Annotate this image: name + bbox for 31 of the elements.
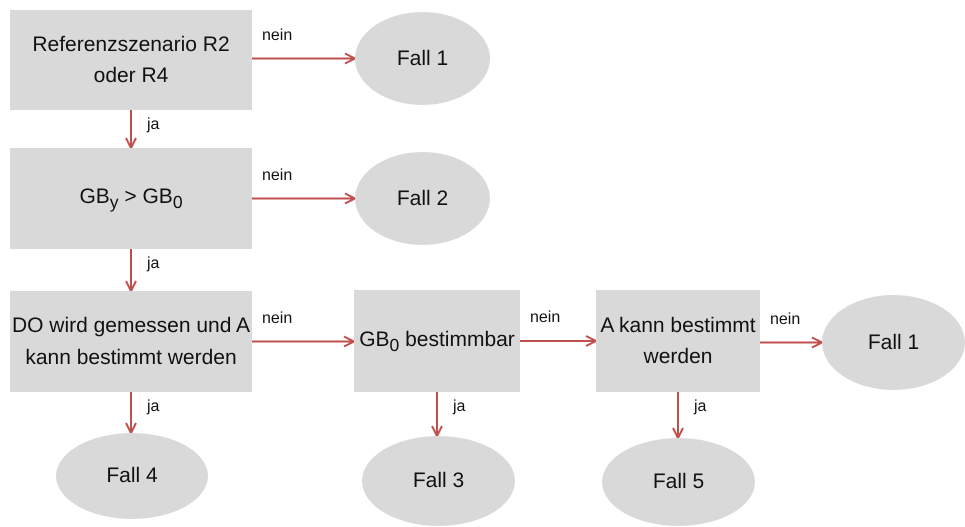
condition-box: [10, 148, 252, 249]
edge-label: ja: [692, 398, 708, 416]
edge-label: ja: [451, 398, 468, 416]
node-label: Fall 4: [106, 463, 158, 490]
arrow: [760, 336, 823, 348]
node-label: Fall 2: [396, 186, 448, 212]
arrow: [125, 110, 137, 149]
node-label: DO wird gemessen und A kann bestimmt werden: [10, 313, 252, 370]
condition-box: [354, 290, 520, 392]
node-label: GB$_{0}$ bestimmbar: [359, 326, 515, 357]
arrow: [672, 392, 684, 439]
condition-box: [10, 10, 252, 110]
arrow: [252, 336, 355, 348]
condition-box: [596, 290, 760, 392]
arrow: [252, 192, 356, 204]
node-label: Fall 1: [396, 46, 448, 72]
node-label: Fall 5: [652, 469, 704, 496]
node-label: A kann bestimmt werden: [599, 312, 757, 370]
edge-label: ja: [145, 116, 162, 134]
edge-label: ja: [145, 255, 162, 273]
node-label: Fall 1: [868, 330, 920, 356]
node-label: Fall 3: [412, 468, 464, 494]
condition-box: [10, 291, 252, 392]
arrow: [520, 335, 597, 347]
node-label: GB$_{y}$ > GB$_{0}$: [79, 184, 183, 214]
edge-label: ja: [145, 398, 162, 416]
node-label: Referenzszenario R2 oder R4: [31, 32, 231, 89]
arrow: [252, 52, 356, 64]
arrow: [125, 249, 137, 292]
arrow: [125, 392, 137, 434]
arrow: [431, 392, 443, 437]
